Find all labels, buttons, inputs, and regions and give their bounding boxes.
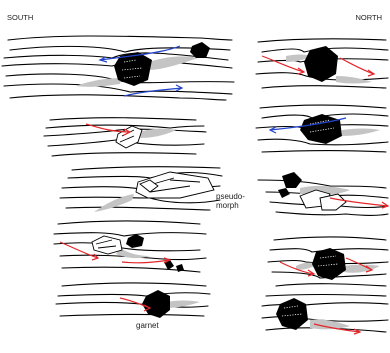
garnet-icon xyxy=(142,290,170,318)
sketch-left-1 xyxy=(2,36,234,100)
garnet-icon xyxy=(276,298,308,330)
shear-arrow xyxy=(122,260,170,263)
sketch-right-1 xyxy=(256,39,388,88)
pressure-shadow xyxy=(76,78,122,87)
sketch-left-3 xyxy=(60,167,222,212)
sketch-right-3 xyxy=(258,172,388,216)
sketch-left-5 xyxy=(56,283,210,318)
sketch-left-4 xyxy=(54,221,206,272)
garnet-icon xyxy=(312,248,346,280)
garnet-icon xyxy=(126,234,144,248)
shear-arrow xyxy=(340,58,374,74)
sketch-left-2 xyxy=(44,118,206,156)
garnet-icon xyxy=(300,114,342,144)
garnet-icon xyxy=(282,172,302,188)
sketch-right-4 xyxy=(268,237,388,286)
pressure-shadow xyxy=(148,56,198,70)
pseudomorph-icon xyxy=(92,236,122,254)
sketch-right-2 xyxy=(256,105,388,152)
sketch-right-5 xyxy=(262,295,388,335)
